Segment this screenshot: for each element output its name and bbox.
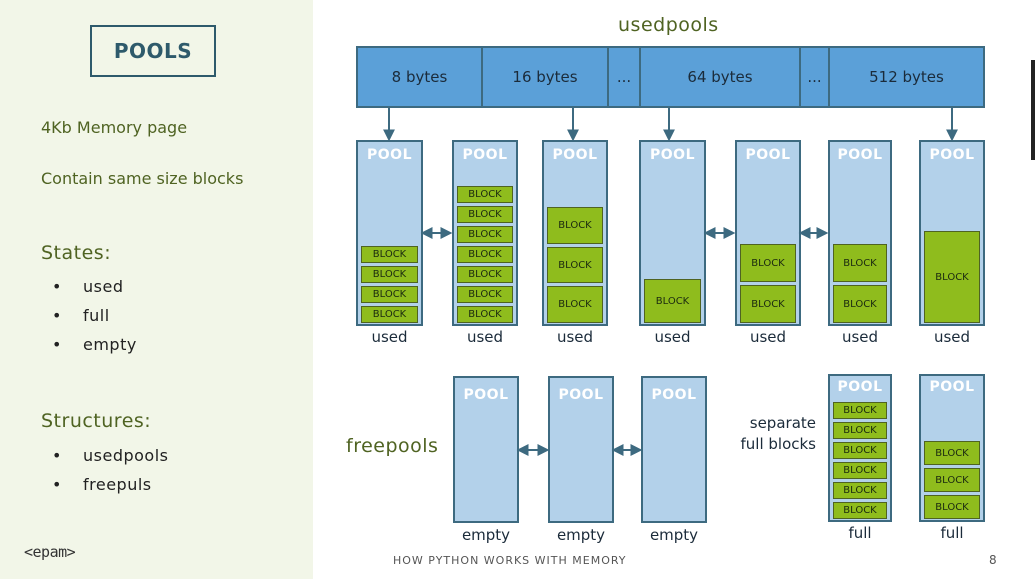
freepools-label: freepools — [346, 435, 439, 457]
separate-full-blocks-label: separate full blocks — [716, 413, 816, 455]
structures-item-label: usedpools — [83, 446, 169, 465]
memory-block: BLOCK — [547, 207, 603, 244]
memory-block: BLOCK — [924, 231, 980, 323]
memory-block: BLOCK — [361, 286, 418, 303]
memory-block: BLOCK — [740, 285, 796, 323]
memory-block: BLOCK — [833, 244, 887, 282]
states-item-label: empty — [83, 335, 137, 354]
usedpools-label: usedpools — [618, 14, 719, 36]
bullet-icon: • — [52, 446, 62, 465]
pool-state-label: used — [371, 328, 408, 346]
pool-label: POOL — [462, 147, 508, 163]
epam-logo: <epam> — [24, 543, 76, 561]
bullet-icon: • — [52, 335, 62, 354]
pool-state-label: empty — [649, 526, 699, 544]
page-number: 8 — [989, 553, 997, 567]
memory-block: BLOCK — [457, 286, 513, 303]
pool: POOL — [548, 376, 614, 523]
structures-item-label: freepuls — [83, 475, 152, 494]
memory-block: BLOCK — [457, 306, 513, 323]
pool-label: POOL — [929, 379, 975, 395]
slide-title: POOLS — [90, 25, 216, 77]
memory-block: BLOCK — [457, 206, 513, 223]
pool: POOL BLOCK BLOCK BLOCK BLOCK — [356, 140, 423, 326]
pool-label: POOL — [651, 387, 697, 403]
description-same-size: Contain same size blocks — [41, 169, 244, 188]
memory-block: BLOCK — [457, 186, 513, 203]
memory-block: BLOCK — [833, 422, 887, 439]
memory-block: BLOCK — [547, 286, 603, 323]
pool-state-label: full — [848, 524, 872, 542]
memory-block: BLOCK — [833, 442, 887, 459]
pool-state-label: used — [556, 328, 594, 346]
memory-block: BLOCK — [833, 502, 887, 519]
pool-label: POOL — [558, 387, 604, 403]
description-memory-page: 4Kb Memory page — [41, 118, 188, 137]
states-heading: States: — [41, 242, 112, 264]
pool: POOL BLOCK — [639, 140, 706, 326]
memory-block: BLOCK — [457, 266, 513, 283]
memory-block: BLOCK — [924, 495, 980, 519]
pool-state-label: used — [933, 328, 971, 346]
pool-label: POOL — [552, 147, 598, 163]
structures-heading: Structures: — [41, 410, 152, 432]
pool-state-label: full — [940, 524, 964, 542]
bullet-icon: • — [52, 475, 62, 494]
ellipsis-cell: ... — [609, 48, 641, 106]
edge-strip — [1031, 60, 1035, 160]
pool: POOL BLOCK BLOCK BLOCK BLOCK BLOCK BLOCK BLOCK — [452, 140, 518, 326]
memory-block: BLOCK — [833, 285, 887, 323]
pool-state-label: used — [749, 328, 787, 346]
pool: POOL BLOCK BLOCK BLOCK — [919, 374, 985, 522]
size-class-cell: 8 bytes — [358, 48, 483, 106]
pool-label: POOL — [650, 147, 695, 163]
memory-block: BLOCK — [833, 462, 887, 479]
memory-block: BLOCK — [924, 468, 980, 492]
memory-block: BLOCK — [740, 244, 796, 282]
usedpools-array: 8 bytes 16 bytes ... 64 bytes ... 512 by… — [356, 46, 985, 108]
states-item-label: used — [83, 277, 124, 296]
bullet-icon: • — [52, 306, 62, 325]
pool: POOL BLOCK — [919, 140, 985, 326]
pool-state-label: empty — [461, 526, 511, 544]
memory-block: BLOCK — [361, 266, 418, 283]
pool-state-label: used — [841, 328, 879, 346]
memory-block: BLOCK — [833, 402, 887, 419]
pool-state-label: empty — [556, 526, 606, 544]
memory-block: BLOCK — [457, 226, 513, 243]
size-class-cell: 16 bytes — [483, 48, 609, 106]
memory-block: BLOCK — [833, 482, 887, 499]
pool-label: POOL — [837, 379, 883, 395]
size-class-cell: 64 bytes — [641, 48, 801, 106]
bullet-icon: • — [52, 277, 62, 296]
pool-label: POOL — [463, 387, 509, 403]
memory-block: BLOCK — [457, 246, 513, 263]
states-item-label: full — [83, 306, 110, 325]
memory-block: BLOCK — [361, 246, 418, 263]
pool: POOL BLOCK BLOCK BLOCK BLOCK BLOCK BLOCK — [828, 374, 892, 522]
pool-label: POOL — [837, 147, 883, 163]
memory-block: BLOCK — [547, 246, 603, 284]
left-panel — [0, 0, 313, 579]
memory-block: BLOCK — [924, 441, 980, 465]
separate-label-line1: separate — [749, 414, 816, 432]
pool-state-label: used — [654, 328, 691, 346]
pool-label: POOL — [745, 147, 791, 163]
ellipsis-cell: ... — [801, 48, 830, 106]
memory-block: BLOCK — [644, 279, 701, 323]
pool-label: POOL — [929, 147, 975, 163]
memory-block: BLOCK — [361, 306, 418, 323]
pool: POOL — [453, 376, 519, 523]
pool: POOL — [641, 376, 707, 523]
footer-text: HOW PYTHON WORKS WITH MEMORY — [393, 554, 627, 567]
pool-state-label: used — [466, 328, 504, 346]
separate-label-line2: full blocks — [740, 435, 816, 453]
pool-label: POOL — [367, 147, 412, 163]
size-class-cell: 512 bytes — [869, 68, 944, 86]
